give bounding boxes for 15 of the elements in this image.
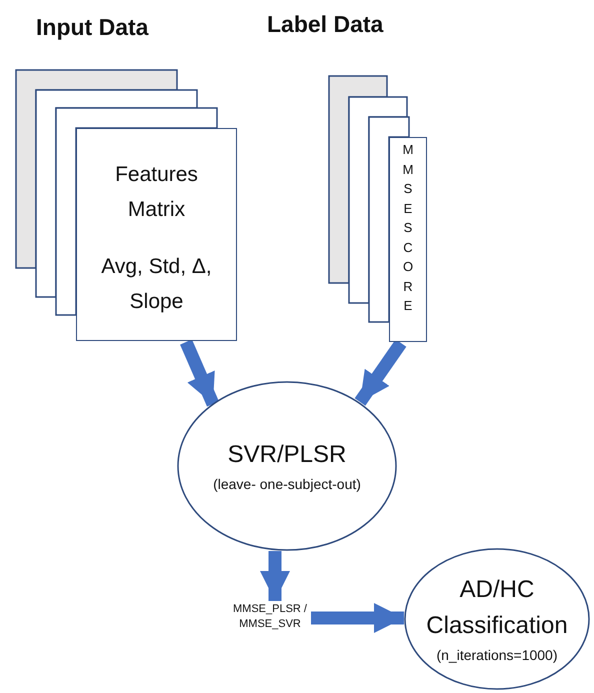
ellipse-title: AD/HC Classification bbox=[425, 575, 569, 641]
page-text: Avg, Std, Δ, Slope bbox=[100, 254, 213, 315]
page-title: Features Matrix bbox=[114, 162, 199, 223]
block-arrow bbox=[311, 603, 404, 633]
page-box bbox=[389, 137, 427, 342]
ellipse-note: (leave- one-subject-out) bbox=[212, 475, 362, 494]
output-text: MMSE_PLSR / MMSE_SVR bbox=[232, 602, 308, 632]
vertical-text: MMSE SCORE bbox=[402, 141, 414, 315]
page-box bbox=[76, 128, 237, 341]
block-arrow bbox=[260, 551, 290, 601]
column-heading: Input Data bbox=[36, 14, 148, 41]
ellipse-note: (n_iterations=1000) bbox=[435, 646, 559, 665]
ellipse-title: SVR/PLSR bbox=[226, 440, 348, 470]
column-heading: Label Data bbox=[267, 11, 384, 38]
block-arrow bbox=[180, 339, 219, 407]
